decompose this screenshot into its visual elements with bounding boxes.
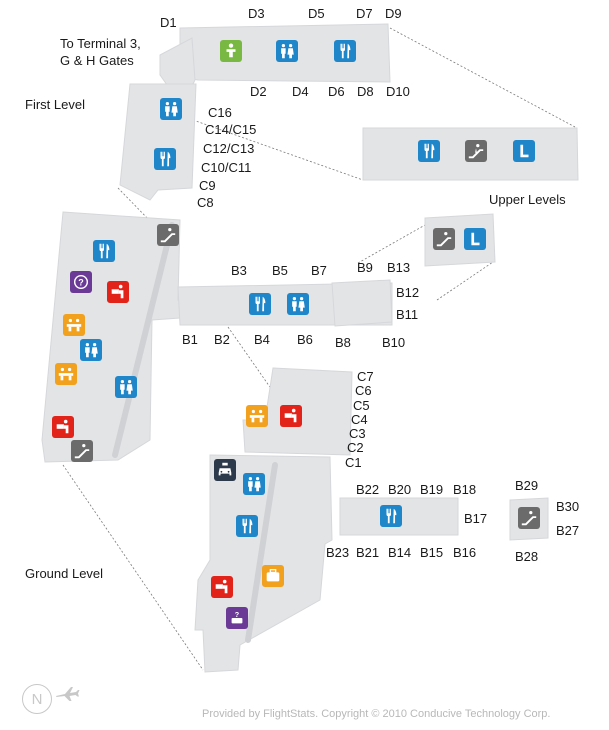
gate-B18: B18 bbox=[453, 482, 477, 497]
copyright-notice: Provided by FlightStats. Copyright © 201… bbox=[202, 708, 551, 720]
restaurant-icon[interactable] bbox=[93, 240, 115, 262]
gate-B23: B23 bbox=[326, 545, 350, 560]
gate-C16: C16 bbox=[208, 105, 232, 120]
escalator-icon[interactable] bbox=[465, 140, 487, 162]
restaurant-icon[interactable] bbox=[380, 505, 402, 527]
gate-D3: D3 bbox=[248, 6, 265, 21]
family-room-icon[interactable] bbox=[220, 40, 242, 62]
restaurant-icon[interactable] bbox=[334, 40, 356, 62]
gate-B12: B12 bbox=[396, 285, 420, 300]
security-checkpoint-icon[interactable] bbox=[107, 281, 129, 303]
information-icon[interactable]: ? bbox=[70, 271, 92, 293]
security-checkpoint-icon[interactable] bbox=[211, 576, 233, 598]
gate-B19: B19 bbox=[420, 482, 444, 497]
svg-text:?: ? bbox=[235, 610, 239, 619]
gate-C14-C15: C14/C15 bbox=[205, 122, 257, 137]
gate-D1: D1 bbox=[160, 15, 177, 30]
shop-icon[interactable] bbox=[55, 363, 77, 385]
gate-B13: B13 bbox=[387, 260, 411, 275]
gate-B30: B30 bbox=[556, 499, 580, 514]
gate-C12-C13: C12/C13 bbox=[203, 141, 255, 156]
gate-B10: B10 bbox=[382, 335, 406, 350]
escalator-icon[interactable] bbox=[71, 440, 93, 462]
gate-D2: D2 bbox=[250, 84, 267, 99]
restaurant-icon[interactable] bbox=[249, 293, 271, 315]
gate-D7: D7 bbox=[356, 6, 373, 21]
gate-B16: B16 bbox=[453, 545, 477, 560]
gate-B8: B8 bbox=[335, 335, 351, 350]
gate-B21: B21 bbox=[356, 545, 380, 560]
gate-B29: B29 bbox=[515, 478, 539, 493]
restroom-icon[interactable] bbox=[287, 293, 309, 315]
gate-B15: B15 bbox=[420, 545, 444, 560]
gate-B9: B9 bbox=[357, 260, 373, 275]
escalator-icon[interactable] bbox=[157, 224, 179, 246]
gate-D5: D5 bbox=[308, 6, 325, 21]
svg-text:?: ? bbox=[78, 278, 84, 288]
lounge-icon[interactable] bbox=[513, 140, 535, 162]
gate-D4: D4 bbox=[292, 84, 309, 99]
escalator-icon[interactable] bbox=[433, 228, 455, 250]
restroom-icon[interactable] bbox=[115, 376, 137, 398]
gate-C10-C11: C10/C11 bbox=[201, 160, 252, 175]
restroom-icon[interactable] bbox=[160, 98, 182, 120]
security-checkpoint-icon[interactable] bbox=[280, 405, 302, 427]
gate-C9: C9 bbox=[199, 178, 216, 193]
gate-B28: B28 bbox=[515, 549, 539, 564]
restaurant-icon[interactable] bbox=[154, 148, 176, 170]
restaurant-icon[interactable] bbox=[418, 140, 440, 162]
upper-levels-label: Upper Levels bbox=[489, 192, 566, 207]
gate-B11: B11 bbox=[396, 307, 419, 322]
gate-B5: B5 bbox=[272, 263, 288, 278]
gate-D6: D6 bbox=[328, 84, 345, 99]
gate-C5: C5 bbox=[353, 398, 370, 413]
gate-B20: B20 bbox=[388, 482, 412, 497]
restroom-icon[interactable] bbox=[276, 40, 298, 62]
ground-transportation-icon[interactable] bbox=[214, 459, 236, 481]
gate-B6: B6 bbox=[297, 332, 313, 347]
restroom-icon[interactable] bbox=[243, 473, 265, 495]
gate-C2: C2 bbox=[347, 440, 364, 455]
gate-B14: B14 bbox=[388, 545, 412, 560]
gate-B4: B4 bbox=[254, 332, 270, 347]
shop-icon[interactable] bbox=[246, 405, 268, 427]
gate-B7: B7 bbox=[311, 263, 327, 278]
gate-B27: B27 bbox=[556, 523, 580, 538]
gate-C6: C6 bbox=[355, 383, 372, 398]
ground-level-label: Ground Level bbox=[25, 566, 104, 581]
shop-icon[interactable] bbox=[63, 314, 85, 336]
gate-C3: C3 bbox=[349, 426, 366, 441]
gate-D9: D9 bbox=[385, 6, 402, 21]
lounge-icon[interactable] bbox=[464, 228, 486, 250]
level-connector-lines bbox=[62, 27, 576, 671]
gate-D10: D10 bbox=[386, 84, 410, 99]
gate-C4: C4 bbox=[351, 412, 368, 427]
gate-C1: C1 bbox=[345, 455, 362, 470]
security-checkpoint-icon[interactable] bbox=[52, 416, 74, 438]
gate-B17: B17 bbox=[464, 511, 488, 526]
gate-B22: B22 bbox=[356, 482, 380, 497]
gate-C8: C8 bbox=[197, 195, 214, 210]
restroom-icon[interactable] bbox=[80, 339, 102, 361]
baggage-claim-icon[interactable]: ? bbox=[226, 607, 248, 629]
gate-B2: B2 bbox=[214, 332, 230, 347]
corridor-shading bbox=[112, 222, 278, 643]
gate-B3: B3 bbox=[231, 263, 247, 278]
escalator-icon[interactable] bbox=[518, 507, 540, 529]
north-compass: N bbox=[22, 684, 52, 714]
baggage-icon[interactable] bbox=[262, 565, 284, 587]
restaurant-icon[interactable] bbox=[236, 515, 258, 537]
first-level-label: First Level bbox=[25, 97, 85, 112]
gate-C7: C7 bbox=[357, 369, 374, 384]
to-terminal-3-label: To Terminal 3, G & H Gates bbox=[60, 36, 141, 68]
airplane-icon bbox=[56, 687, 80, 701]
gate-B1: B1 bbox=[182, 332, 198, 347]
gate-D8: D8 bbox=[357, 84, 374, 99]
